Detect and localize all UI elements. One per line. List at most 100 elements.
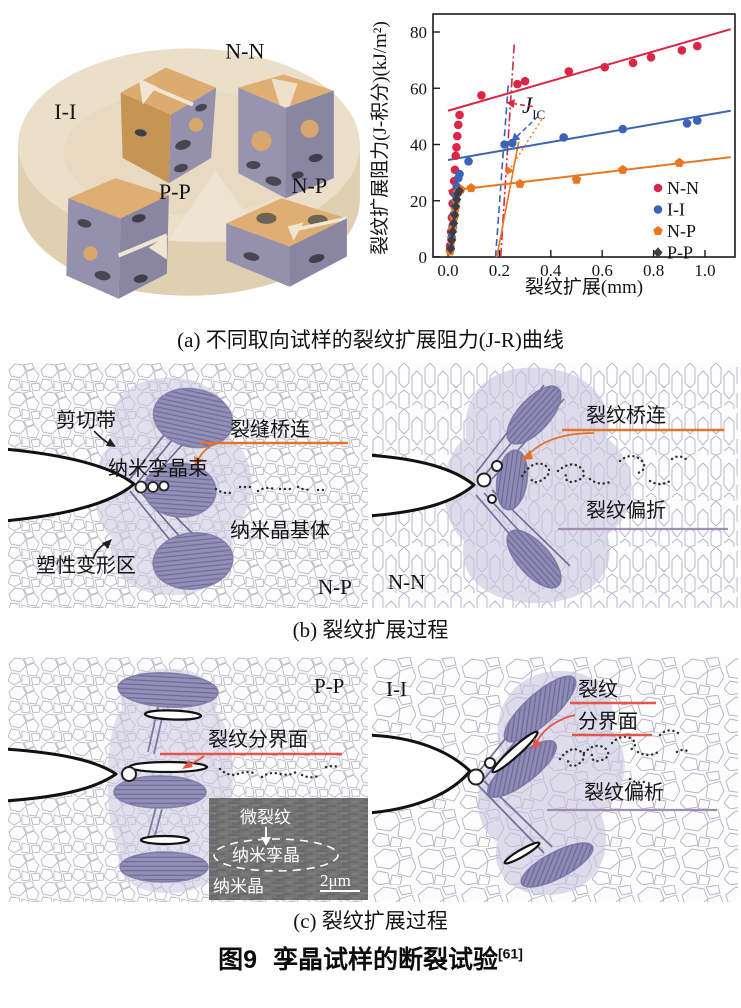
data-point [564,67,574,76]
data-point [452,143,461,152]
voids [134,480,170,494]
data-point [618,124,628,134]
label-shear-band: 剪切带 [56,409,116,432]
panel-pp: 裂纹分界面 P-P 微裂纹 纳米孪晶 纳米晶 2μm [8,657,368,902]
data-point [455,169,464,179]
jic-arrowhead [511,132,521,142]
y-tick-label: 20 [410,192,427,211]
disc-label-nn: N-N [225,38,264,63]
specimen-nn [238,74,334,199]
data-point [559,133,568,142]
legend-marker [653,247,663,258]
legend-label: N-P [667,221,696,241]
panel-tag-pp: P-P [314,674,344,698]
y-tick-label: 60 [410,79,427,98]
x-tick-label: 0.6 [592,261,613,280]
twin-bundles [495,385,562,589]
data-point [692,116,702,125]
sem-inset: 微裂纹 纳米孪晶 纳米晶 2μm [209,798,368,900]
plastic-zone-arrowhead [102,539,112,549]
label-nc-matrix: 纳米晶基体 [230,519,330,542]
label-nano-twin-bundle: 纳米孪晶束 [108,457,208,480]
label-crack-deflection: 裂纹偏析 [584,781,664,804]
data-point [507,138,517,148]
disc-label-ii: I-I [54,99,76,124]
data-point [454,185,464,197]
plot-frame [432,13,736,258]
specimen-np [226,198,348,287]
y-tick-label: 40 [410,136,427,155]
dotted-crack-path [520,454,690,486]
label-crack-interface: 裂纹分界面 [208,728,308,751]
data-point [618,164,628,174]
specimen-disc-svg: I-I N-N P-P N-P [18,38,360,299]
voids [467,757,496,786]
void [121,766,137,782]
voids [476,460,503,504]
data-point [600,62,610,72]
y-axis-label: 裂纹扩展阻力(J-积分)(kJ/m²) [370,21,391,255]
interface-arrowhead [532,738,542,749]
jic-arrowhead [506,99,515,109]
dotted-crack-path [218,764,340,779]
bridging-arrowhead [194,456,203,467]
label-crack-line1: 裂纹 [578,678,618,701]
x-tick-label: 0.8 [643,261,664,280]
label-crack-bridging: 裂纹桥连 [586,404,666,427]
panel-tag-np: N-P [318,575,352,599]
construction-line [494,82,510,258]
panel-pp-svg: 裂纹分界面 P-P 微裂纹 纳米孪晶 纳米晶 2μm [8,657,368,902]
legend-label: P-P [667,243,693,263]
panel-nn: 裂纹桥连 裂纹偏折 N-N [372,363,738,608]
data-point [692,41,702,51]
data-point [451,201,461,212]
legend-marker [653,226,663,236]
panel-ii: 裂纹 分界面 裂纹偏析 I-I [372,657,738,902]
dotted-crack-path [214,485,329,495]
fit-line [447,156,731,192]
figure-title-text: 孪晶试样的断裂试验 [272,946,498,974]
y-tick-label: 80 [410,23,427,42]
inset-scale-label: 2μm [320,871,351,890]
data-point [453,120,463,130]
crack-notch [372,453,476,518]
legend-marker [653,183,663,193]
panel-ii-svg: 裂纹 分界面 裂纹偏析 I-I [372,657,738,902]
jic-arrowhead [506,165,515,176]
x-axis-label: 裂纹扩展(mm) [525,276,643,298]
panel-nn-svg: 裂纹桥连 裂纹偏折 N-N [372,363,738,608]
y-tick-label: 0 [419,248,428,267]
data-point [682,119,692,128]
shear-band-arrowhead [106,438,116,447]
jic-arrow [514,102,533,108]
label-crack-deflection: 裂纹偏折 [586,499,666,522]
label-crack-line2: 分界面 [578,710,638,733]
specimen-pp [66,178,169,299]
data-point [513,79,522,89]
data-point [500,140,509,149]
twin-bundles [487,675,594,888]
data-point [464,157,473,166]
bridging-arrowhead [521,450,533,460]
figure-title-prefix: 图9 [218,946,257,974]
inset-dashed-ellipse [213,838,339,872]
crack-notch [8,747,118,803]
crack-notch [8,447,136,523]
caption-b: (b) 裂纹扩展过程 [292,618,449,642]
specimen-disc-figure: I-I N-N P-P N-P [10,2,368,320]
data-point [571,174,582,184]
x-tick-label: 0.2 [489,261,510,280]
panel-tag-nn: N-N [388,570,425,594]
panel-tag-ii: I-I [386,677,407,701]
inset-label-nano-twin: 纳米孪晶 [232,846,300,865]
interface-arrowhead [182,760,193,769]
interface-arrow [536,714,576,742]
legend-marker [653,205,663,214]
caption-c: (c) 裂纹扩展过程 [293,909,448,933]
data-point [446,234,457,246]
data-point [451,151,461,161]
